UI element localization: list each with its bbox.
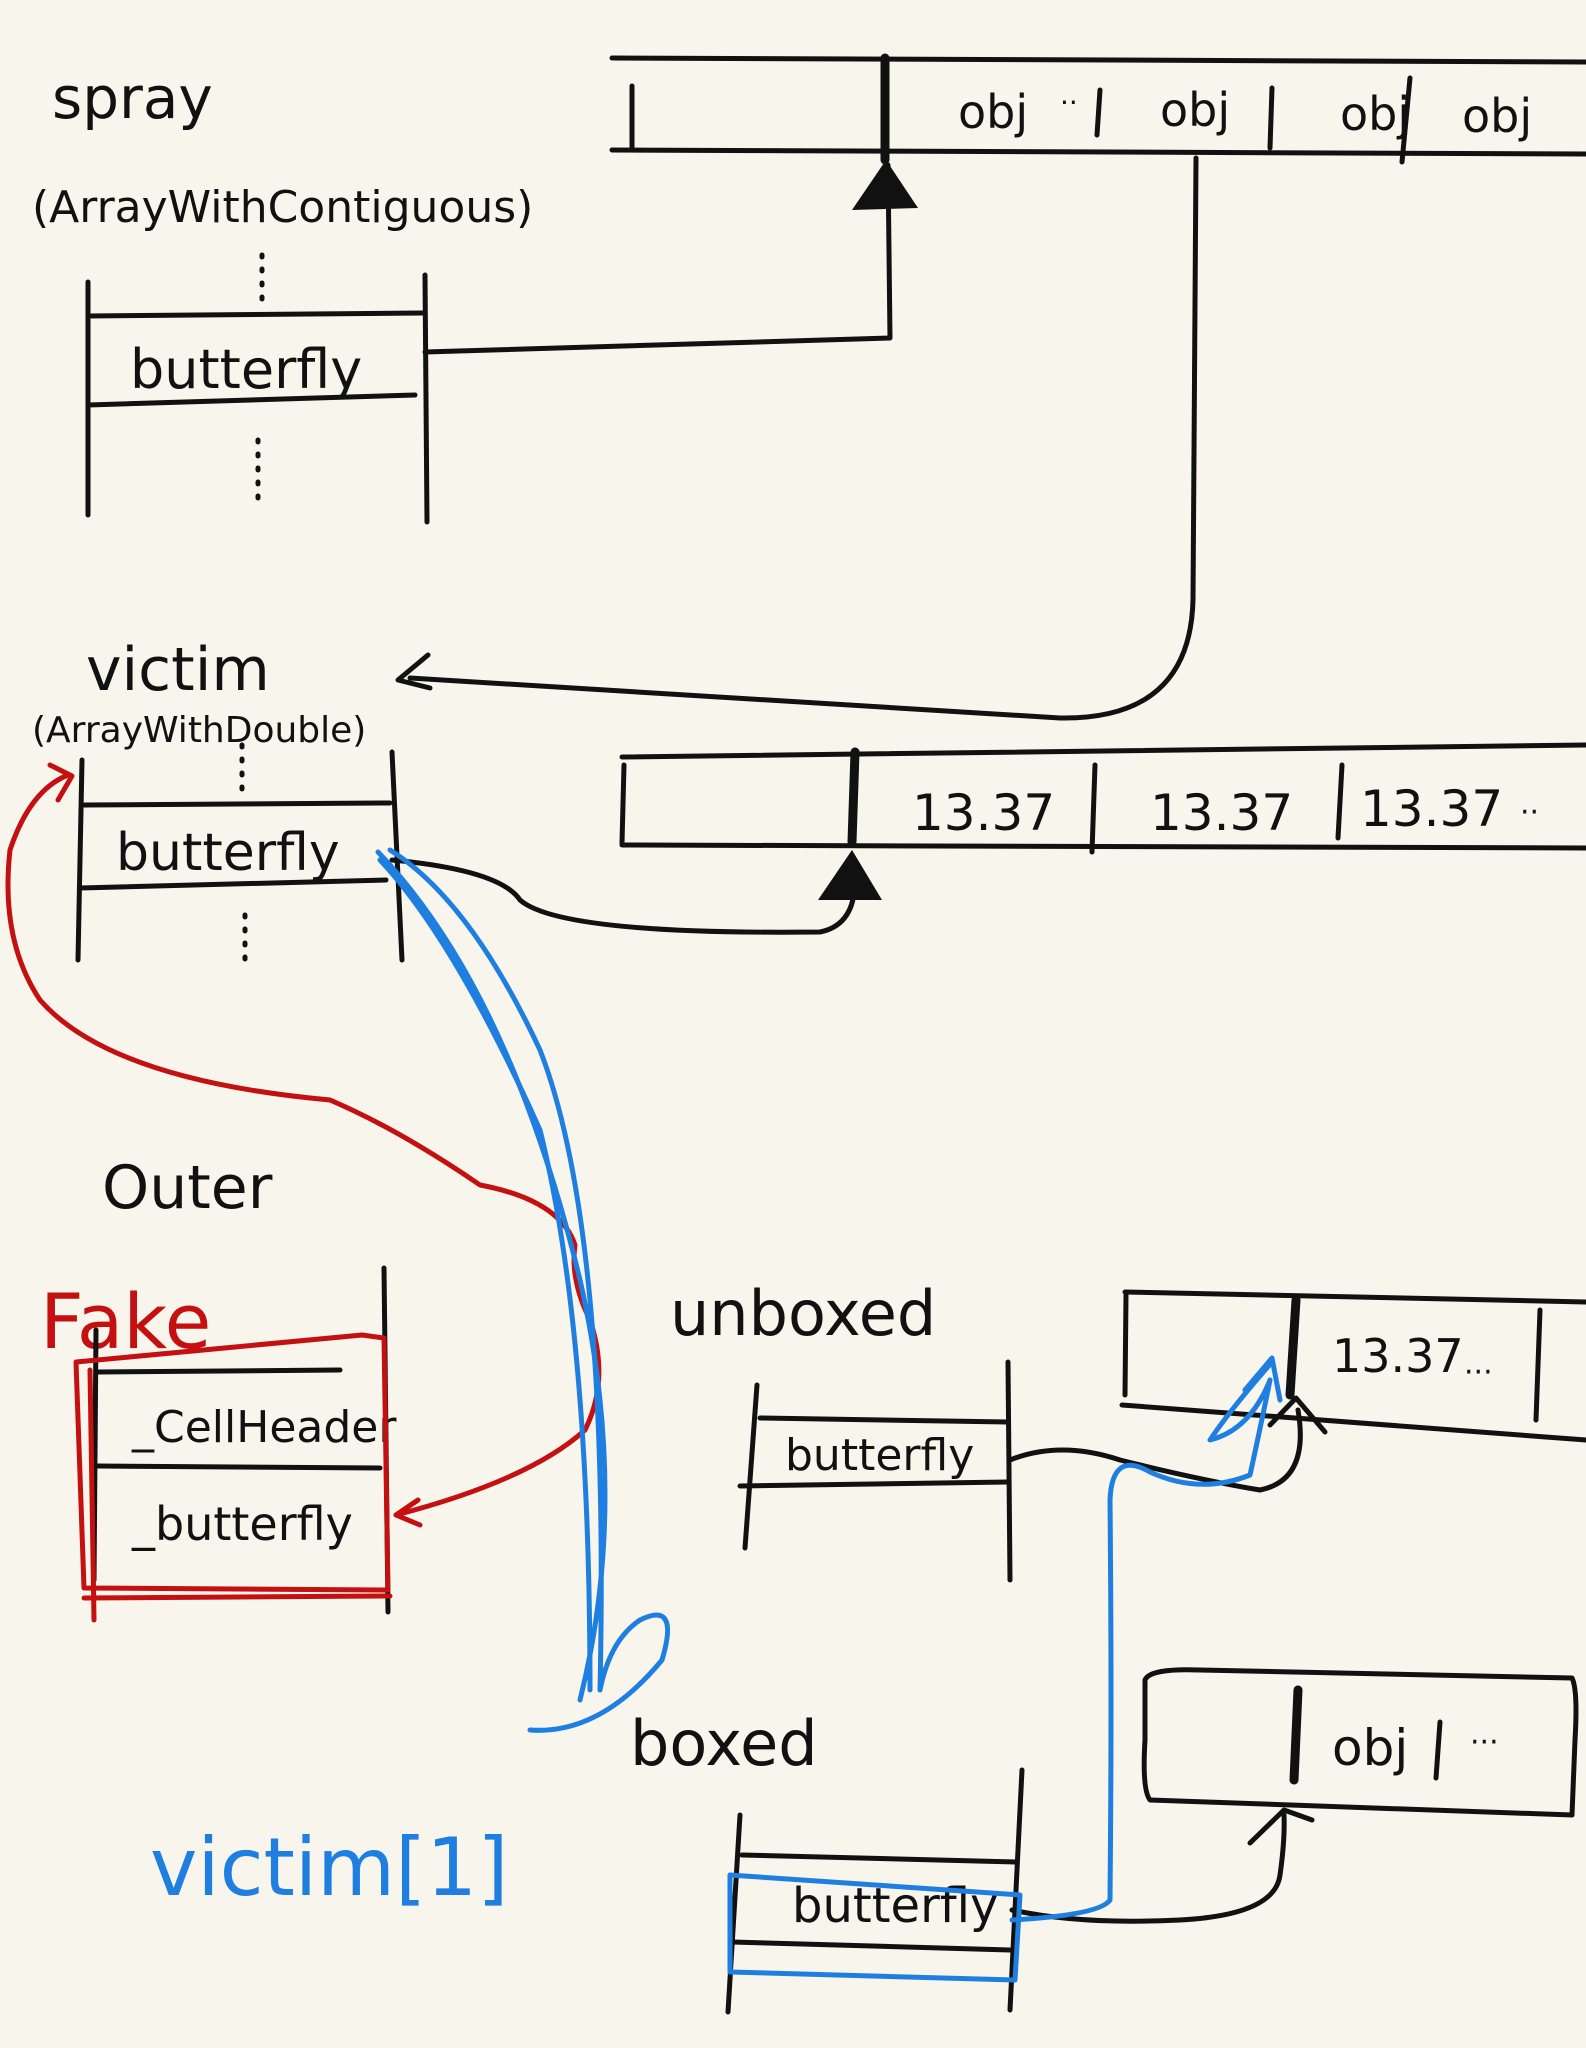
- spray-cell-4: obj: [1462, 89, 1532, 143]
- unboxed-butterfly-storage: 13.37 ···: [1119, 1289, 1586, 1443]
- spray-butterfly-field: butterfly: [130, 338, 362, 401]
- unboxed-object: unboxed butterfly: [670, 1277, 1013, 1583]
- spray-title: spray: [52, 64, 213, 132]
- spray-butterfly-arrow: [422, 162, 893, 355]
- spray-cell-2: obj: [1160, 83, 1230, 137]
- unboxed-butterfly-field: butterfly: [785, 1430, 974, 1481]
- victim-cell-1: 13.37: [912, 784, 1055, 842]
- outer-object: Outer Fake _CellHeader _butterfly: [40, 1153, 397, 1623]
- svg-text:···: ···: [1470, 1725, 1499, 1760]
- boxed-object: boxed butterfly: [630, 1707, 1025, 2015]
- victim-index-label: victim[1]: [150, 1821, 508, 1914]
- spray-subtitle: (ArrayWithContiguous): [32, 182, 533, 233]
- unboxed-cell: 13.37: [1332, 1329, 1464, 1383]
- boxed-butterfly-highlight: [727, 1872, 1023, 1983]
- obj-to-victim-arrow: [407, 155, 1199, 721]
- svg-text:··: ··: [1060, 86, 1078, 119]
- victim-subtitle: (ArrayWithDouble): [32, 710, 366, 751]
- outer-title: Outer: [102, 1153, 273, 1223]
- boxed-to-unboxed-blue-path: [1009, 1359, 1275, 1923]
- svg-text:··: ··: [1520, 795, 1539, 830]
- outer-butterfly-field: _butterfly: [131, 1497, 353, 1551]
- victim-cell-2: 13.37: [1150, 784, 1293, 842]
- victim-object: victim (ArrayWithDouble) butterfly: [32, 635, 405, 963]
- victim-butterfly-storage: 13.37 13.37 13.37 ··: [619, 742, 1586, 855]
- spray-arrow-head: [852, 160, 918, 210]
- spray-cell-3: obj: [1340, 87, 1410, 141]
- fake-butterfly-to-victim-arrow: [5, 772, 602, 1518]
- fake-object-outline: [73, 1332, 391, 1593]
- boxed-butterfly-arrow: [1009, 1812, 1287, 1924]
- spray-box-right: [422, 272, 430, 525]
- victim-butterfly-arrow: [389, 857, 858, 935]
- victim-title: victim: [86, 635, 270, 705]
- boxed-butterfly-storage: obj ···: [1141, 1667, 1579, 1818]
- spray-butterfly-storage: obj obj obj obj ··: [609, 53, 1586, 165]
- victim-cell-3: 13.37: [1360, 780, 1503, 838]
- victim-butterfly-field: butterfly: [116, 823, 340, 883]
- victim-arrow-head: [818, 850, 882, 900]
- spray-object: spray (ArrayWithContiguous) butterfly: [32, 64, 533, 525]
- unboxed-title: unboxed: [670, 1277, 936, 1350]
- unboxed-butterfly-arrow: [1007, 1407, 1303, 1493]
- boxed-cell: obj: [1332, 1719, 1408, 1777]
- outer-cell-header-field: _CellHeader: [131, 1402, 397, 1453]
- svg-text:···: ···: [1464, 1355, 1493, 1390]
- boxed-title: boxed: [630, 1707, 818, 1780]
- spray-cell-1: obj: [958, 85, 1028, 139]
- victim-butterfly-overlap-curve-1: [387, 847, 671, 1733]
